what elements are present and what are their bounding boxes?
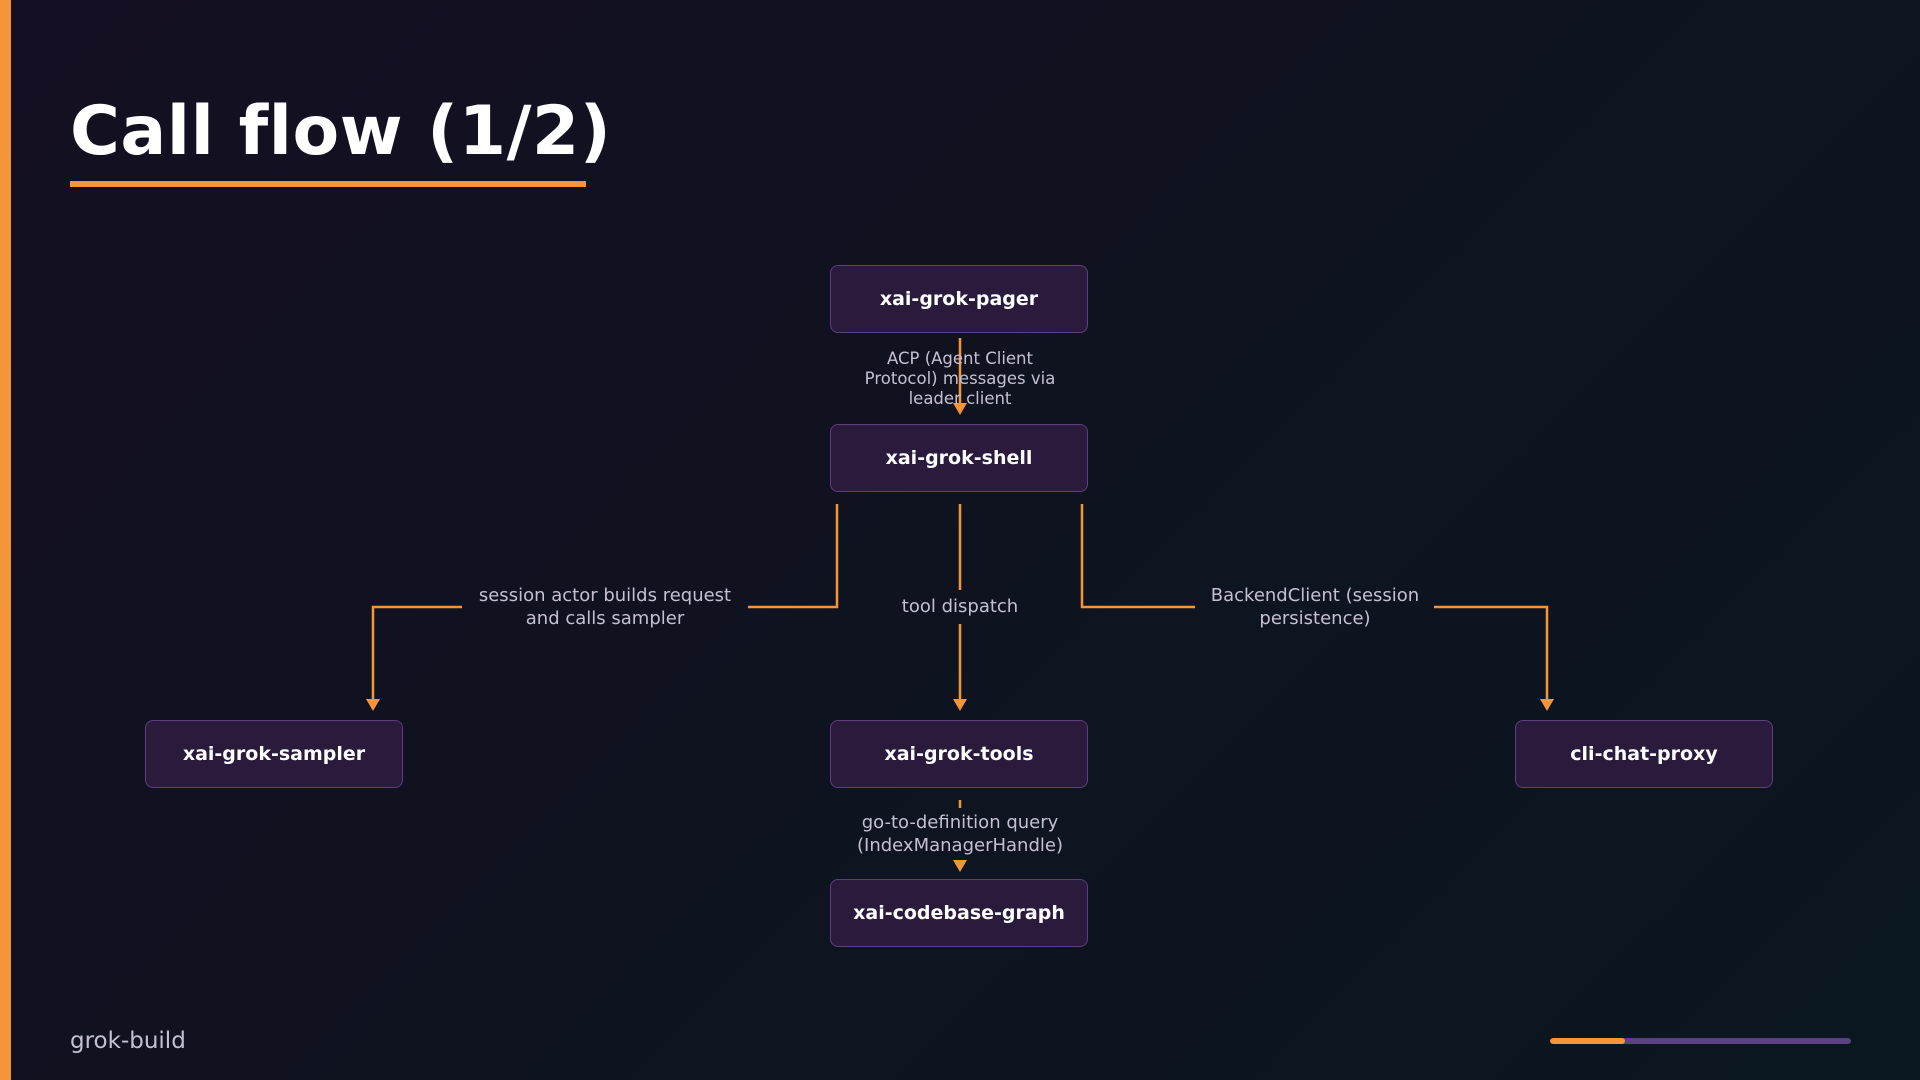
edge-label-line: session actor builds request xyxy=(478,585,732,606)
slide-progress-bar xyxy=(1550,1038,1851,1044)
edge-label-line: persistence) xyxy=(1259,608,1371,629)
page-title: Call flow (1/2) xyxy=(70,92,612,171)
edge-shell-proxy-line xyxy=(1080,504,1195,609)
edge-label-tools-graph: go-to-definition query (IndexManagerHand… xyxy=(830,811,1090,857)
node-xai-grok-sampler: xai-grok-sampler xyxy=(145,720,403,788)
edge-label-line: tool dispatch xyxy=(901,596,1019,617)
edge-label-pager-shell: ACP (Agent Client Protocol) messages via… xyxy=(840,349,1080,409)
edge-label-line: (IndexManagerHandle) xyxy=(857,835,1063,856)
edge-label-line: Protocol) messages via xyxy=(864,369,1056,388)
edge-label-shell-tools: tool dispatch xyxy=(880,595,1040,618)
node-xai-grok-shell: xai-grok-shell xyxy=(830,424,1088,492)
node-cli-chat-proxy: cli-chat-proxy xyxy=(1515,720,1773,788)
accent-bar xyxy=(0,0,11,1080)
edge-shell-sampler-line xyxy=(748,504,839,609)
edge-label-line: leader client xyxy=(908,389,1012,408)
edge-label-line: BackendClient (session xyxy=(1210,585,1420,606)
node-xai-codebase-graph: xai-codebase-graph xyxy=(830,879,1088,947)
title-underline xyxy=(70,181,586,187)
edge-pager-shell-arrow xyxy=(953,403,967,415)
edge-shell-proxy-arrow xyxy=(1540,699,1554,711)
edge-shell-sampler-arrow xyxy=(366,699,380,711)
footer-label: grok-build xyxy=(70,1028,186,1054)
edge-tools-graph-arrow xyxy=(953,860,967,872)
edge-label-line: go-to-definition query xyxy=(861,812,1059,833)
edge-label-shell-proxy: BackendClient (session persistence) xyxy=(1190,584,1440,630)
edge-shell-sampler-line-2 xyxy=(371,605,462,700)
node-xai-grok-tools: xai-grok-tools xyxy=(830,720,1088,788)
edge-shell-proxy-line-2 xyxy=(1434,605,1549,700)
slide-progress-fill xyxy=(1550,1038,1626,1044)
edge-label-line: and calls sampler xyxy=(525,608,685,629)
edge-shell-tools-arrow xyxy=(953,699,967,711)
edge-label-line: ACP (Agent Client xyxy=(886,349,1033,368)
edge-label-shell-sampler: session actor builds request and calls s… xyxy=(465,584,745,630)
node-xai-grok-pager: xai-grok-pager xyxy=(830,265,1088,333)
